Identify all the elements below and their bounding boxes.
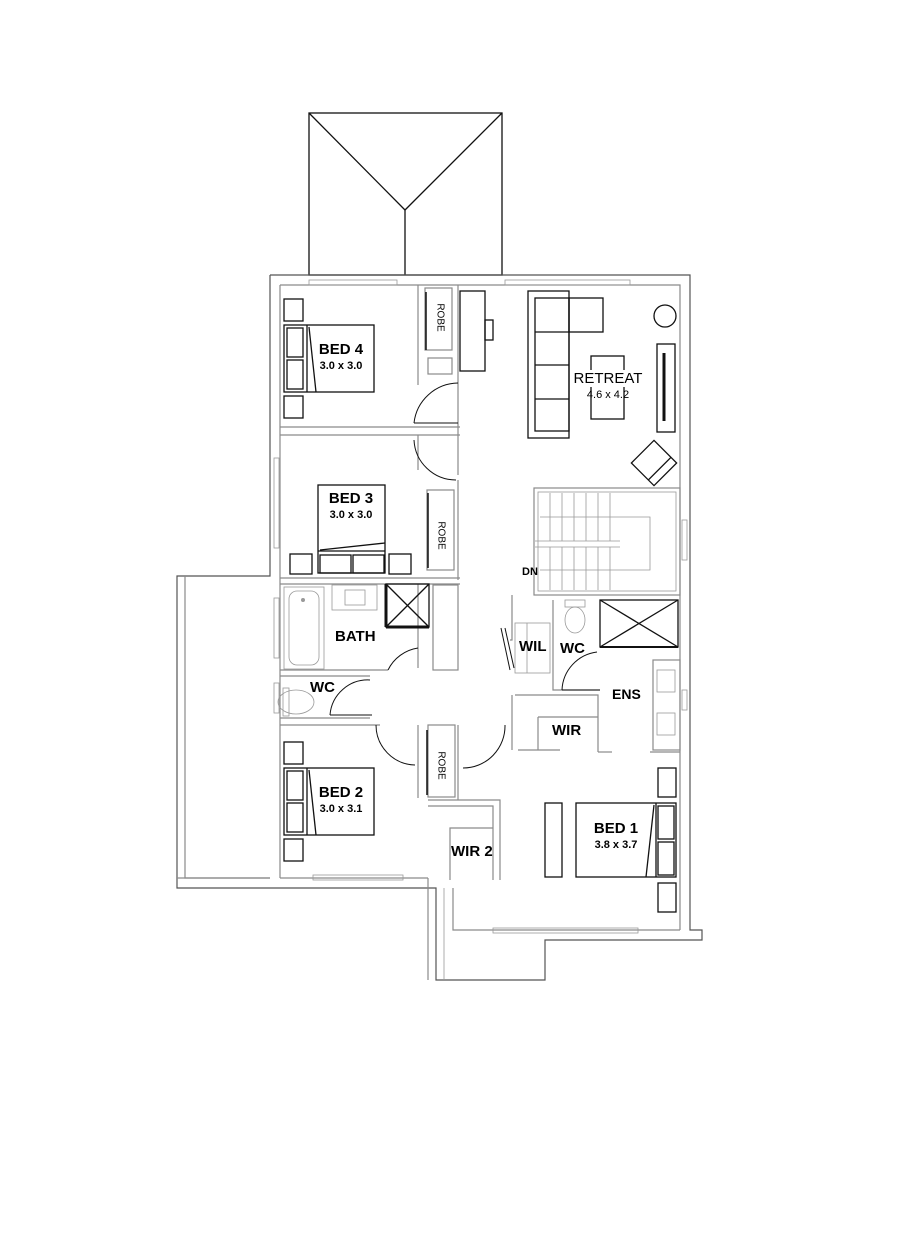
roof-outline [308, 112, 503, 276]
room-dimensions: 3.0 x 3.0 [329, 509, 373, 521]
robe-bed2-label: ROBE [435, 751, 447, 780]
room-name: BED 1 [593, 820, 639, 837]
room-dimensions: 4.6 x 4.2 [586, 389, 630, 401]
room-wir2: WIR 2 [451, 843, 493, 860]
room-bed1: BED 1 3.8 x 3.7 [586, 820, 646, 851]
bed4-furniture [283, 292, 427, 419]
staircase [535, 491, 677, 592]
room-bath: BATH [335, 628, 376, 645]
room-name: RETREAT [572, 370, 644, 387]
room-wir: WIR [552, 722, 582, 739]
room-bed2: BED 2 3.0 x 3.1 [311, 784, 371, 815]
doors [329, 382, 600, 769]
room-name: BED 4 [318, 341, 364, 358]
stairs-down-label: DN [522, 566, 538, 578]
robe-bed3-label: ROBE [435, 521, 447, 550]
room-wc-main: WC [310, 679, 335, 696]
room-dimensions: 3.0 x 3.1 [319, 803, 363, 815]
room-name: BED 2 [318, 784, 364, 801]
bath-fixtures [277, 583, 430, 717]
room-bed3: BED 3 3.0 x 3.0 [321, 490, 381, 521]
room-dimensions: 3.8 x 3.7 [594, 839, 638, 851]
bed3-furniture [289, 484, 429, 575]
robe-bed4-label: ROBE [434, 303, 446, 332]
bed1-furniture [544, 767, 677, 913]
room-wil: WIL [519, 638, 547, 655]
room-ensuite: ENS [612, 686, 641, 702]
room-retreat: RETREAT 4.6 x 4.2 [570, 370, 646, 401]
room-bed4: BED 4 3.0 x 3.0 [311, 341, 371, 372]
bed2-furniture [283, 730, 428, 862]
windows [273, 279, 688, 934]
retreat-furniture [459, 290, 678, 487]
room-name: BED 3 [328, 490, 374, 507]
room-wc-ensuite: WC [560, 640, 585, 657]
room-dimensions: 3.0 x 3.0 [319, 360, 363, 372]
internal-walls [280, 285, 681, 880]
ensuite-fixtures [514, 599, 679, 736]
